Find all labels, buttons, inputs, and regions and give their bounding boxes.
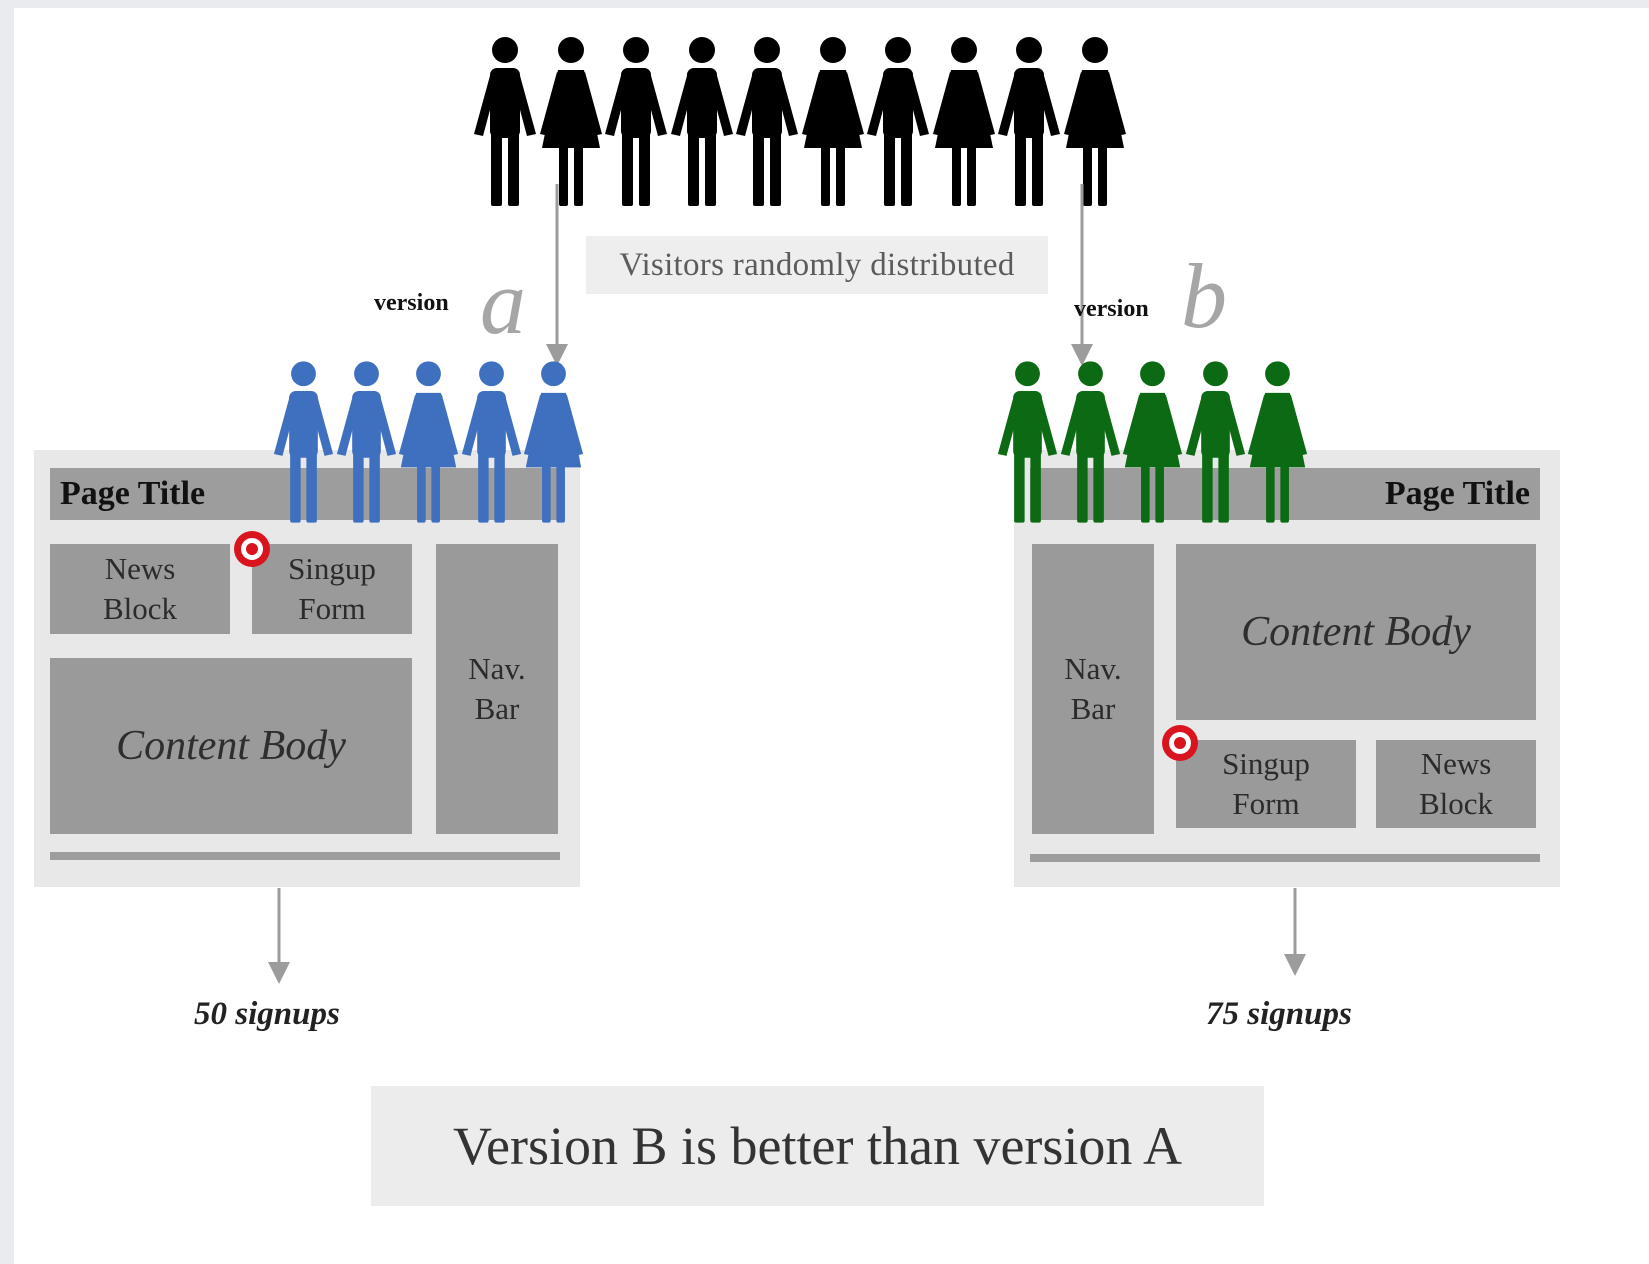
person-icon — [1060, 361, 1120, 523]
person-icon — [736, 37, 798, 206]
version-a-content-body: Content Body — [50, 658, 412, 834]
version-a-nav-bar-label: Nav. Bar — [468, 650, 526, 726]
person-icon — [801, 37, 864, 206]
version-a-content-body-label: Content Body — [116, 722, 346, 769]
version-a-signup-form-label: Singup Form — [288, 550, 376, 626]
person-icon — [998, 37, 1060, 206]
version-b-nav-bar: Nav. Bar — [1032, 544, 1154, 834]
arrow-version-b-result-icon — [1284, 888, 1306, 976]
person-icon — [336, 361, 396, 523]
version-a-page-title: Page Title — [60, 475, 206, 512]
version-b-result: 75 signups — [1206, 996, 1352, 1032]
version-b-content-body-label: Content Body — [1241, 608, 1471, 655]
person-icon — [670, 37, 733, 206]
visitor-crowd-version-b — [996, 360, 1309, 525]
target-icon — [1162, 725, 1198, 761]
person-icon — [461, 361, 521, 523]
person-icon — [997, 361, 1058, 523]
version-b-news-block-label: News Block — [1418, 745, 1494, 821]
version-a-letter: a — [480, 251, 526, 353]
version-a-footer-bar — [50, 852, 560, 860]
version-b-news-block: News Block — [1376, 740, 1536, 828]
version-a-nav-bar: Nav. Bar — [436, 544, 558, 834]
person-icon — [1063, 37, 1126, 206]
version-a-news-block: News Block — [50, 544, 230, 634]
version-b-letter: b — [1181, 245, 1227, 347]
version-b-footer-bar — [1030, 854, 1540, 862]
person-icon — [1122, 361, 1183, 523]
arrow-version-a-result-icon — [268, 888, 290, 984]
person-icon — [605, 37, 667, 206]
person-icon — [1185, 361, 1245, 523]
visitor-crowd-version-a — [272, 360, 585, 525]
person-icon — [523, 361, 584, 523]
person-icon — [273, 361, 334, 523]
arrow-to-version-b-icon — [1071, 184, 1093, 366]
version-a-result: 50 signups — [194, 996, 340, 1032]
version-b-nav-bar-label: Nav. Bar — [1064, 650, 1122, 726]
version-a-title-bar: Page Title — [50, 468, 560, 520]
version-b-content-body: Content Body — [1176, 544, 1536, 720]
diagram-canvas: Visitors randomly distributed version a … — [14, 8, 1649, 1264]
person-icon — [539, 37, 602, 206]
target-icon — [234, 531, 270, 567]
person-icon — [398, 361, 459, 523]
version-a-signup-form: Singup Form — [252, 544, 412, 634]
person-icon — [932, 37, 995, 206]
version-a-page-mock: Page Title News Block Singup Form Nav. B… — [34, 450, 580, 887]
conclusion-label: Version B is better than version A — [371, 1086, 1264, 1206]
arrow-to-version-a-icon — [546, 184, 568, 366]
person-icon — [867, 37, 929, 206]
distribution-label: Visitors randomly distributed — [586, 236, 1048, 294]
version-b-page-title: Page Title — [1384, 475, 1530, 512]
version-b-page-mock: Page Title Nav. Bar Content Body Singup … — [1014, 450, 1560, 887]
version-b-signup-form-label: Singup Form — [1222, 745, 1310, 821]
visitor-crowd-all — [472, 36, 1128, 208]
version-b-word: version — [1074, 296, 1149, 322]
person-icon — [474, 37, 536, 206]
person-icon — [1247, 361, 1308, 523]
version-a-word: version — [374, 290, 449, 316]
version-a-news-block-label: News Block — [102, 550, 178, 626]
version-b-signup-form: Singup Form — [1176, 740, 1356, 828]
